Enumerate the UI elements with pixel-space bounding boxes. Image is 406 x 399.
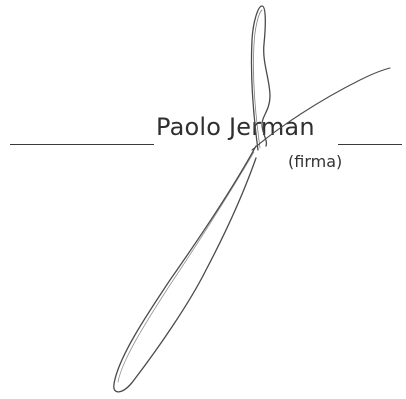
- signature-line-left: [10, 144, 154, 145]
- signature-caption: (firma): [288, 152, 343, 171]
- signer-name: Paolo Jerman: [156, 113, 315, 141]
- signature-line-right: [338, 144, 402, 145]
